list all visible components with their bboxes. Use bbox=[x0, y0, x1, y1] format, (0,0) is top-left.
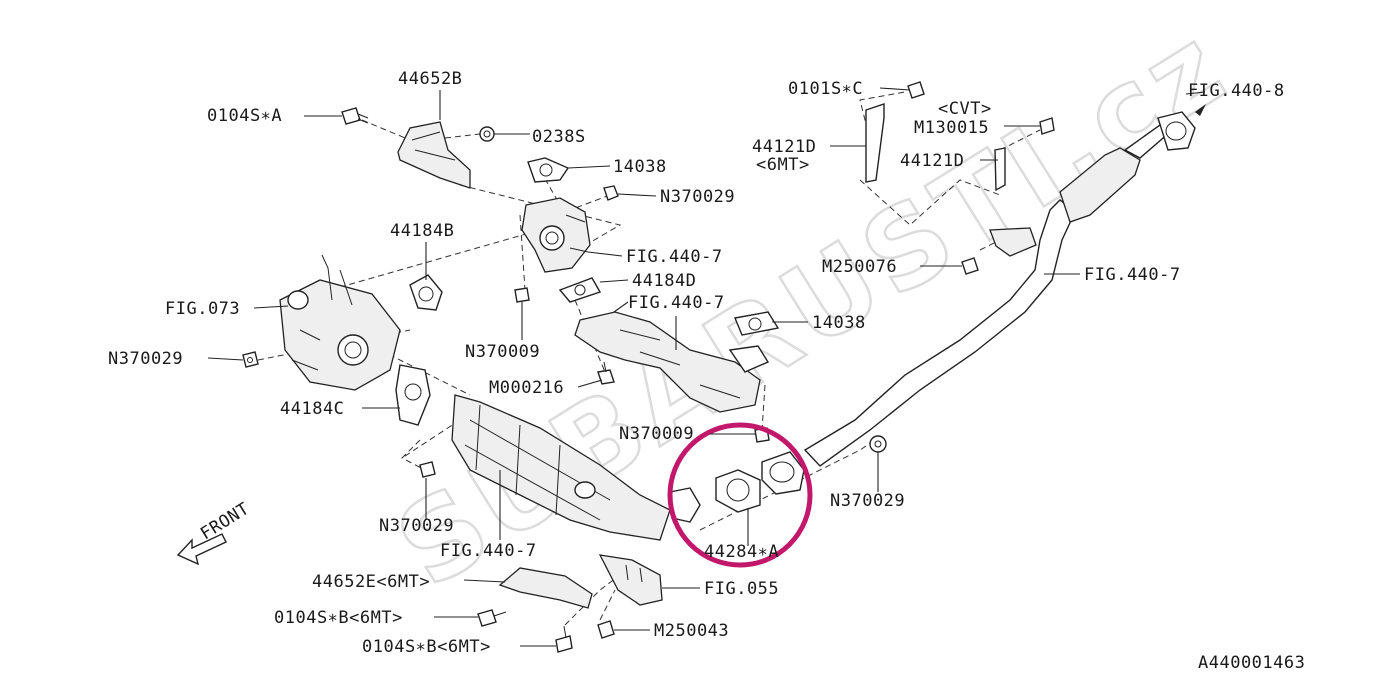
callout-fig073: FIG.073 bbox=[165, 299, 240, 319]
callout-14038-top: 14038 bbox=[613, 157, 667, 177]
turbo-flange-assembly bbox=[521, 197, 591, 273]
bolt-0101S-C bbox=[907, 81, 925, 99]
callout-44184B: 44184B bbox=[390, 221, 454, 241]
bracket-M250076 bbox=[961, 227, 1037, 275]
bolt-0104S-B-b bbox=[555, 625, 573, 653]
callout-fig440-7-a: FIG.440-7 bbox=[626, 247, 723, 267]
callout-N370009-b: N370009 bbox=[619, 424, 694, 444]
gasket-14038-mid bbox=[734, 311, 780, 336]
callout-0104S-B-6mt-b: 0104S∗B<6MT> bbox=[362, 637, 491, 657]
drawing-code: A440001463 bbox=[1198, 653, 1305, 673]
callout-0238S: 0238S bbox=[532, 127, 586, 147]
gasket-44184C bbox=[395, 364, 431, 426]
bolt-0104S-A bbox=[341, 107, 369, 125]
callout-M250076: M250076 bbox=[822, 257, 897, 277]
callout-M000216: M000216 bbox=[489, 378, 564, 398]
callout-labels: 44652B 0104S∗A 0238S 14038 N370029 44184… bbox=[108, 69, 1285, 657]
hanger-44121D-cvt bbox=[994, 147, 1006, 192]
callout-14038-mid: 14038 bbox=[812, 313, 866, 333]
front-label: FRONT bbox=[197, 499, 253, 544]
callout-N370029-d: N370029 bbox=[830, 491, 905, 511]
front-arrow bbox=[176, 533, 227, 566]
bolt-0104S-B-a bbox=[477, 609, 507, 627]
gasket-44184D bbox=[558, 277, 602, 303]
callout-fig055: FIG.055 bbox=[704, 579, 779, 599]
heat-shield-44652E bbox=[498, 567, 593, 609]
leader-lines bbox=[207, 87, 1206, 647]
callout-44121D-cvt: 44121D bbox=[900, 151, 964, 171]
hanger-bracket-FIG055 bbox=[598, 554, 663, 606]
callout-N370029-c: N370029 bbox=[379, 516, 454, 536]
callout-44652B: 44652B bbox=[398, 69, 462, 89]
callout-0101S-C: 0101S∗C bbox=[788, 79, 863, 99]
nut-N370029-c bbox=[419, 461, 436, 478]
turbocharger bbox=[279, 254, 401, 391]
rear-exhaust-pipe bbox=[803, 111, 1196, 467]
highlight-circle bbox=[667, 422, 813, 568]
front-exhaust-pipe bbox=[574, 311, 770, 413]
nut-N370029-d bbox=[869, 435, 887, 453]
arrow-fig4408 bbox=[1195, 104, 1206, 116]
callout-44184D: 44184D bbox=[632, 271, 696, 291]
heat-shield-upper bbox=[397, 121, 471, 189]
nut-N370009-a bbox=[514, 287, 530, 303]
nut-N370029-a bbox=[603, 185, 619, 201]
callout-6mt: <6MT> bbox=[756, 155, 810, 175]
callout-fig440-8: FIG.440-8 bbox=[1188, 81, 1285, 101]
callout-M250043: M250043 bbox=[654, 621, 729, 641]
nut-0238S bbox=[479, 126, 495, 142]
nut-N370029-b bbox=[242, 351, 259, 368]
callout-44184C: 44184C bbox=[280, 399, 344, 419]
callout-N370029-b: N370029 bbox=[108, 349, 183, 369]
catalytic-converter bbox=[451, 394, 671, 541]
callout-N370009-a: N370009 bbox=[465, 342, 540, 362]
bolt-M250043 bbox=[597, 620, 615, 639]
gasket-44184B bbox=[409, 274, 443, 311]
callout-fig440-7-c: FIG.440-7 bbox=[440, 541, 537, 561]
callout-N370029-a: N370029 bbox=[660, 187, 735, 207]
callout-cvt: <CVT> bbox=[938, 99, 992, 119]
callout-44652E-6mt: 44652E<6MT> bbox=[312, 572, 430, 592]
bolt-M130015 bbox=[1039, 117, 1055, 135]
flange-and-gasket-44284A bbox=[669, 451, 805, 523]
callout-44284-A: 44284∗A bbox=[704, 542, 779, 562]
callout-0104S-A: 0104S∗A bbox=[207, 106, 282, 126]
callout-44121D-6mt: 44121D bbox=[752, 137, 816, 157]
callout-M130015: M130015 bbox=[914, 118, 989, 138]
gasket-14038-top bbox=[527, 157, 570, 183]
callout-fig440-7-b: FIG.440-7 bbox=[628, 293, 725, 313]
hanger-44121D-6mt bbox=[865, 103, 885, 183]
callout-0104S-B-6mt-a: 0104S∗B<6MT> bbox=[274, 608, 403, 628]
callout-fig440-7-d: FIG.440-7 bbox=[1084, 265, 1181, 285]
